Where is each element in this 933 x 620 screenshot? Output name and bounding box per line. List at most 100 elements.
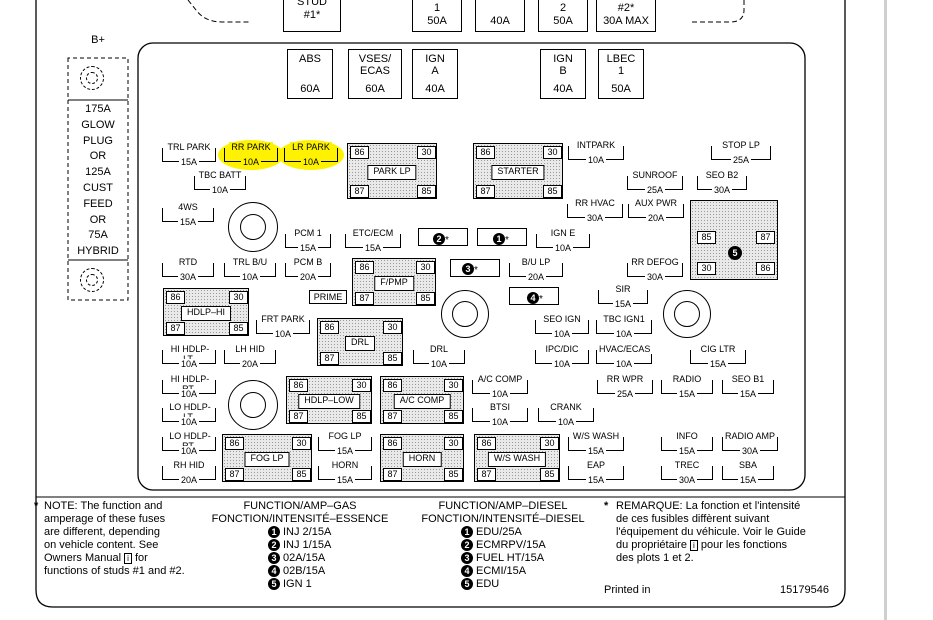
relay-pin-30: 30 (543, 146, 562, 159)
relay-pin-30: 30 (444, 379, 463, 392)
fuse-ws-wash: W/S WASH 15A (568, 431, 624, 456)
fuse-name: LH HID (233, 344, 267, 354)
maxi-fuse-name: VSES/ ECAS (358, 53, 392, 77)
glow-plug-line: OR (89, 150, 107, 163)
relay-name: F/PMP (374, 276, 414, 291)
relay-pin-87: 87 (355, 292, 374, 305)
part-number: 15179546 (780, 584, 829, 596)
fuse-amp: 20A (525, 272, 546, 282)
fuse-amp: 15A (177, 217, 198, 227)
fuse-amp: 15A (585, 446, 606, 456)
relay-name: HORN (402, 452, 442, 467)
fuse-amp: 15A (178, 157, 199, 167)
fuse-amp: 10A (239, 272, 260, 282)
fuse-name: CIG LTR (698, 344, 738, 354)
fuse-amp: 10A (555, 417, 576, 427)
relay-name: W/S WASH (487, 452, 547, 467)
fuse-name: W/S WASH (570, 431, 622, 441)
fuse-hi-hdlp-lt: HI HDLP-LT10A (162, 344, 216, 369)
relay-name: A/C COMP (393, 394, 451, 409)
fuse-name: RADIO AMP (723, 431, 778, 441)
relay-name: DRL (344, 336, 376, 351)
fuse-amp: 10A (613, 359, 634, 369)
relay-pin-30: 30 (444, 437, 463, 450)
fuse-amp: 30A (711, 185, 732, 195)
relay-pin-87: 87 (289, 410, 308, 423)
fuse-name: CRANK (548, 402, 584, 412)
fuse-amp: 10A (585, 155, 606, 165)
fuse-amp: 30A (676, 475, 697, 485)
maxi-fuse-name: ABS (298, 53, 321, 65)
fuse-name: SEO B1 (729, 374, 767, 384)
fuse-name: SEO IGN (541, 314, 583, 324)
relay-name: PARK LP (367, 165, 417, 180)
relay-pin-86: 86 (383, 379, 402, 392)
fuse-name: PCM B (291, 257, 325, 267)
relay-pin-86: 86 (756, 262, 775, 275)
fuse-name: RH HID (171, 460, 207, 470)
relay-pin-85: 85 (352, 410, 371, 423)
fuse-name: PCM 1 (292, 228, 324, 238)
top-fuse-40a-label: 40A (490, 15, 510, 27)
relay-pin-86: 86 (225, 437, 244, 450)
stud-1-box (283, 0, 341, 32)
top-fuse-2 (538, 0, 588, 32)
stud-1-label: STUD#1* (297, 0, 327, 21)
fuse-amp: 10A (428, 359, 449, 369)
relay-name: STARTER (491, 165, 545, 180)
stud-circle-2-inner (452, 301, 478, 327)
fuse-name: SBA (736, 460, 759, 470)
relay-pin-86: 86 (289, 379, 308, 392)
fuse-name: RTD (176, 257, 200, 267)
fuse-name: ETC/ECM (350, 228, 396, 238)
fuse-crank: CRANK 10A (538, 402, 594, 427)
fuse-amp: 10A (178, 359, 199, 369)
stud-circle-4-inner (240, 392, 266, 418)
note-english: * NOTE: The function and amperage of the… (34, 500, 185, 577)
fuse-name: INFO (674, 431, 700, 441)
relay-name: FOG LP (244, 452, 290, 467)
manual-icon: i (124, 553, 132, 564)
fuse-name: B/U LP (519, 257, 553, 267)
relay-pin-30: 30 (292, 437, 311, 450)
maxi-fuse-name: IGN A (425, 53, 445, 77)
bplus-stud-bottom-inner (86, 274, 98, 286)
fuse-lo-hdlp-lt: LO HDLP-LT10A (162, 402, 216, 427)
fuse-amp: 10A (178, 446, 199, 456)
fuse-name: SIR (613, 284, 633, 294)
stud-2-label: #2*30A MAX (603, 2, 649, 27)
bplus-stud-top-inner (86, 72, 98, 84)
fuse-name: BTSI (487, 402, 512, 412)
fuse-amp: 20A (239, 359, 260, 369)
fuse-amp: 30A (177, 272, 198, 282)
relay-pin-30: 30 (697, 262, 716, 275)
fuse-amp: 30A (584, 213, 605, 223)
fuse-name: SEO B2 (703, 170, 741, 180)
fuse-name: SUNROOF (630, 170, 680, 180)
maxi-fuse-amp: 50A (611, 83, 631, 95)
relay-pin-87: 87 (383, 468, 402, 481)
relay-pin-86: 86 (477, 437, 496, 450)
